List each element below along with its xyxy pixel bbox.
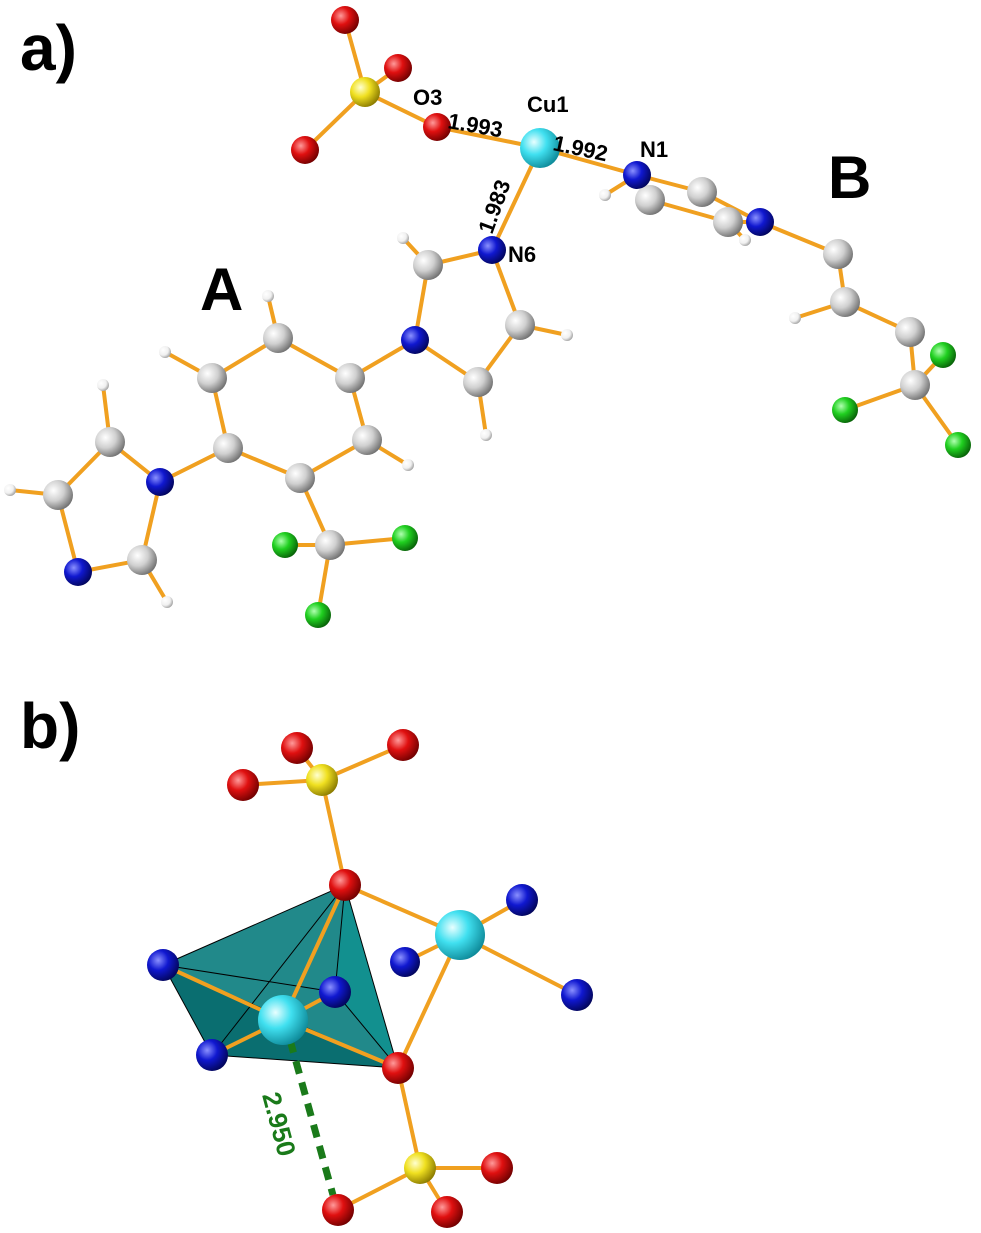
panel-a-label: a) <box>20 12 77 84</box>
oxygen-atom-o3 <box>423 113 451 141</box>
fluorine-atom <box>945 432 971 458</box>
hydrogen-atom <box>561 329 573 341</box>
carbon-atom <box>285 463 315 493</box>
fragment-a-label: A <box>200 256 243 323</box>
oxygen-atom <box>329 869 361 901</box>
panel-a: a) A B <box>4 6 971 628</box>
sulfur-atom <box>350 77 380 107</box>
copper-atom <box>435 910 485 960</box>
contact-distance-label: 2.950 <box>256 1089 302 1160</box>
panel-a-bonds <box>8 18 960 617</box>
hydrogen-atom <box>739 234 751 246</box>
fragment-b-label: B <box>828 144 871 211</box>
carbon-atom <box>352 425 382 455</box>
carbon-atom <box>213 433 243 463</box>
nitrogen-atom <box>506 884 538 916</box>
nitrogen-atom <box>401 326 429 354</box>
carbon-atom <box>830 287 860 317</box>
carbon-atom <box>197 363 227 393</box>
hydrogen-atom <box>159 346 171 358</box>
nitrogen-atom <box>746 208 774 236</box>
fluorine-atom <box>832 397 858 423</box>
oxygen-atom <box>322 1194 354 1226</box>
oxygen-atom <box>281 732 313 764</box>
oxygen-atom <box>382 1052 414 1084</box>
oxygen-atom <box>291 136 319 164</box>
hydrogen-atom <box>480 429 492 441</box>
nitrogen-atom <box>196 1039 228 1071</box>
carbon-atom <box>505 310 535 340</box>
carbon-atom <box>127 545 157 575</box>
atom-label-n1: N1 <box>640 137 668 162</box>
sulfur-atom <box>404 1152 436 1184</box>
atom-label-cu1: Cu1 <box>527 92 569 117</box>
nitrogen-atom <box>319 976 351 1008</box>
hydrogen-atom <box>402 459 414 471</box>
oxygen-atom <box>331 6 359 34</box>
carbon-atom <box>263 323 293 353</box>
nitrogen-atom-n1 <box>623 161 651 189</box>
carbon-atom <box>895 317 925 347</box>
panel-b: b) <box>20 690 593 1228</box>
carbon-atom <box>823 239 853 269</box>
contact-line <box>286 1039 337 1196</box>
carbon-atom <box>635 185 665 215</box>
nitrogen-atom <box>146 468 174 496</box>
panel-b-label: b) <box>20 690 80 762</box>
panel-b-atoms <box>147 729 593 1228</box>
carbon-atom <box>687 177 717 207</box>
hydrogen-atom <box>599 189 611 201</box>
hydrogen-atom <box>161 596 173 608</box>
carbon-atom <box>713 207 743 237</box>
bond-length-cu1-n6: 1.983 <box>473 176 515 236</box>
oxygen-atom <box>431 1196 463 1228</box>
carbon-atom <box>463 367 493 397</box>
hydrogen-atom <box>97 379 109 391</box>
fluorine-atom <box>392 525 418 551</box>
fluorine-atom <box>930 342 956 368</box>
hydrogen-atom <box>397 232 409 244</box>
carbon-atom <box>413 250 443 280</box>
atom-label-o3: O3 <box>413 85 442 110</box>
bond-length-cu1-n1: 1.992 <box>551 130 610 166</box>
carbon-atom <box>95 427 125 457</box>
carbon-atom <box>43 480 73 510</box>
nitrogen-atom <box>64 558 92 586</box>
nitrogen-atom <box>390 947 420 977</box>
fluorine-atom <box>305 602 331 628</box>
hydrogen-atom <box>262 290 274 302</box>
carbon-atom <box>335 363 365 393</box>
oxygen-atom <box>481 1152 513 1184</box>
oxygen-atom <box>384 54 412 82</box>
nitrogen-atom <box>147 949 179 981</box>
carbon-atom <box>900 370 930 400</box>
carbon-atom <box>315 530 345 560</box>
atom-label-n6: N6 <box>508 242 536 267</box>
oxygen-atom <box>227 769 259 801</box>
bond-length-cu1-o3: 1.993 <box>446 108 505 142</box>
panel-a-atoms <box>4 6 971 628</box>
copper-atom <box>258 995 308 1045</box>
fluorine-atom <box>272 532 298 558</box>
nitrogen-atom <box>561 979 593 1011</box>
nitrogen-atom-n6 <box>478 236 506 264</box>
sulfur-atom <box>306 764 338 796</box>
oxygen-atom <box>387 729 419 761</box>
hydrogen-atom <box>4 484 16 496</box>
copper-atom-cu1 <box>520 128 560 168</box>
hydrogen-atom <box>789 312 801 324</box>
